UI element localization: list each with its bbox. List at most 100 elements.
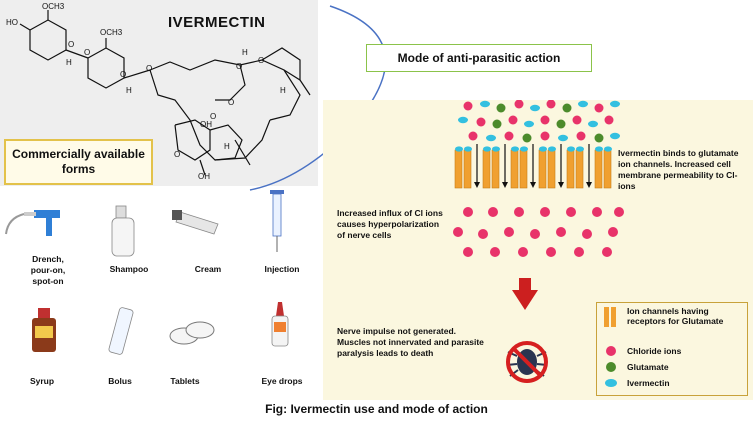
- atom-label: H: [126, 86, 132, 95]
- channel-diagram: [453, 100, 624, 257]
- atom-label: H: [242, 48, 248, 57]
- ivermectin-molecule: [610, 132, 620, 140]
- bound-ivermectin: [464, 146, 472, 152]
- chloride-ion: [592, 207, 602, 217]
- commercial-forms-heading: Commercially available forms: [4, 139, 153, 185]
- chloride-ion: [574, 247, 584, 257]
- bound-ivermectin: [520, 146, 528, 152]
- bound-ivermectin: [511, 146, 519, 152]
- bound-ivermectin: [567, 146, 575, 152]
- eye-drops-icon: [271, 302, 289, 347]
- syringe-icon: [270, 190, 284, 252]
- chloride-ion: [582, 229, 592, 239]
- bound-ivermectin: [539, 146, 547, 152]
- bound-ivermectin: [548, 146, 556, 152]
- atom-label: OH: [200, 120, 212, 129]
- chloride-ion: [604, 115, 614, 125]
- legend: Ion channels having receptors for Glutam…: [596, 302, 748, 396]
- glutamate-molecule: [556, 119, 566, 129]
- legend-label-channels: Ion channels having receptors for Glutam…: [627, 306, 724, 326]
- atom-label: O: [228, 98, 235, 107]
- bound-ivermectin: [604, 146, 612, 152]
- legend-label-ivermectin: Ivermectin: [627, 378, 670, 388]
- syrup-bottle-icon: [32, 308, 56, 352]
- chloride-ion: [602, 247, 612, 257]
- chloride-ion: [594, 103, 604, 113]
- atom-label: O: [84, 48, 91, 57]
- bolus-icon: [108, 307, 134, 355]
- legend-symbols: [604, 307, 617, 387]
- binding-text: Ivermectin binds to glutamate ion channe…: [618, 148, 739, 191]
- ion-channel: [482, 149, 491, 189]
- chloride-ion: [540, 131, 550, 141]
- drench-gun-icon: [5, 210, 60, 236]
- ivermectin-molecule: [480, 100, 490, 108]
- forms-icons: [5, 190, 289, 355]
- chloride-ion: [614, 207, 624, 217]
- influx-arrowhead: [586, 182, 592, 188]
- bound-ivermectin: [455, 146, 463, 152]
- drug-title: IVERMECTIN: [168, 14, 266, 31]
- atom-label: HO: [6, 18, 18, 27]
- influx-arrowhead: [558, 182, 564, 188]
- figure-caption: Fig: Ivermectin use and mode of action: [265, 402, 488, 416]
- mode-of-action-heading: Mode of anti-parasitic action: [366, 44, 592, 72]
- chloride-ion: [608, 227, 618, 237]
- chloride-ion: [463, 207, 473, 217]
- form-label-cream: Cream: [194, 264, 222, 274]
- atom-label: OCH3: [100, 28, 123, 37]
- ion-channel-icon: [604, 307, 616, 327]
- atom-label: O: [258, 56, 265, 65]
- ion-channel: [538, 149, 547, 189]
- influx-arrowhead: [474, 182, 480, 188]
- chloride-ion: [504, 131, 514, 141]
- chloride-ion: [453, 227, 463, 237]
- atom-label: O: [236, 62, 243, 71]
- chloride-ion: [514, 100, 524, 109]
- form-label-syrup: Syrup: [29, 376, 55, 386]
- bound-ivermectin: [576, 146, 584, 152]
- chloride-ion: [572, 115, 582, 125]
- ion-channel: [603, 149, 612, 189]
- form-label-tablets: Tablets: [170, 376, 200, 386]
- ion-channel: [463, 149, 472, 189]
- influx-text: Increased influx of Cl ions causes hyper…: [337, 208, 443, 240]
- chloride-ion: [468, 131, 478, 141]
- ion-channel: [547, 149, 556, 189]
- chloride-ion: [546, 100, 556, 109]
- atom-label: O: [68, 40, 75, 49]
- ion-channel: [575, 149, 584, 189]
- form-label-drench: Drench, pour-on, spot-on: [30, 254, 66, 286]
- chloride-ion: [508, 115, 518, 125]
- chloride-ion: [556, 227, 566, 237]
- atom-label: H: [280, 86, 286, 95]
- atom-label: O: [120, 70, 127, 79]
- form-label-bolus: Bolus: [108, 376, 132, 386]
- tablets-icon: [169, 321, 215, 345]
- atom-label: O: [174, 150, 181, 159]
- parasite-prohibited-icon: [506, 341, 548, 383]
- chloride-ion: [514, 207, 524, 217]
- chloride-ion: [478, 229, 488, 239]
- ion-channel: [519, 149, 528, 189]
- chloride-ion: [566, 207, 576, 217]
- atom-label: H: [66, 58, 72, 67]
- chloride-ion: [490, 247, 500, 257]
- ivermectin-structure: [19, 10, 311, 176]
- ivermectin-molecule: [530, 104, 540, 112]
- bound-ivermectin: [483, 146, 491, 152]
- ion-channel: [566, 149, 575, 189]
- ion-channel: [454, 149, 463, 189]
- ivermectin-molecule: [458, 116, 468, 124]
- bound-ivermectin: [492, 146, 500, 152]
- glutamate-molecule: [492, 119, 502, 129]
- ivermectin-molecule: [578, 100, 588, 108]
- influx-arrowhead: [502, 182, 508, 188]
- chloride-ion: [546, 247, 556, 257]
- atom-label: O: [146, 64, 153, 73]
- glutamate-molecule: [562, 103, 572, 113]
- glutamate-molecule: [594, 133, 604, 143]
- glutamate-icon: [606, 362, 616, 372]
- ivermectin-molecule: [588, 120, 598, 128]
- shampoo-bottle-icon: [111, 205, 135, 257]
